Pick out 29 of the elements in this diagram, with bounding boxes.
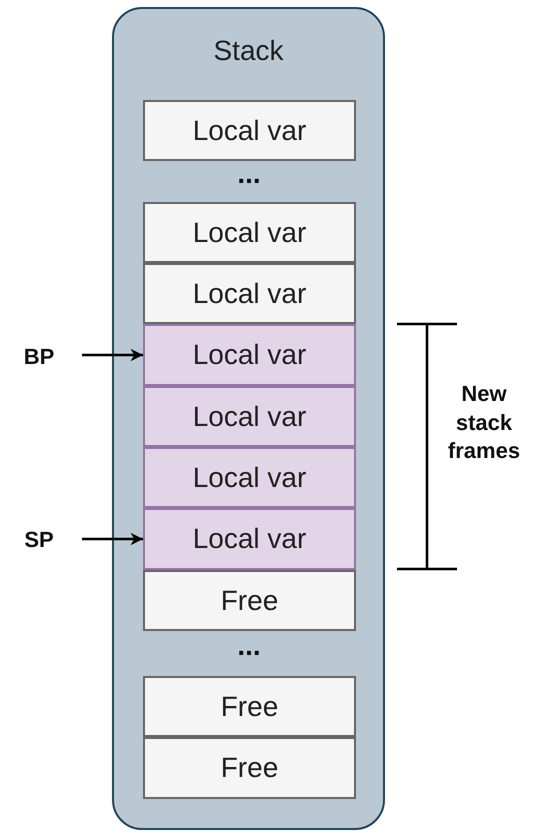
stack-frame-slot (143, 508, 356, 570)
arrow (82, 532, 143, 546)
pointer-label: SP (8, 518, 70, 562)
slot-label: Free (220, 752, 278, 784)
arrow (82, 348, 143, 362)
slot-label: Local var (192, 216, 306, 248)
ellipsis: ... (236, 632, 262, 660)
stack-frame-slot (143, 447, 356, 508)
stack-slot (143, 202, 356, 263)
slot-label: Local var (192, 114, 306, 146)
stack-title: Stack (213, 35, 284, 67)
stack-slot (143, 100, 356, 161)
slot-label: Local var (192, 400, 306, 432)
bracket-label: New stack frames (446, 380, 522, 466)
stack-slot (143, 263, 356, 324)
slot-label: Local var (192, 462, 306, 494)
stack-slot (143, 676, 356, 737)
pointer-label: BP (8, 335, 70, 379)
slot-label: Free (220, 584, 278, 616)
stack-frame-slot (143, 324, 356, 386)
slot-label: Local var (192, 339, 306, 371)
slot-label: Local var (192, 278, 306, 310)
slot-label: Free (220, 690, 278, 722)
slot-label: Local var (192, 523, 306, 555)
stack-frame-slot (143, 386, 356, 447)
stack-container (112, 7, 385, 830)
stack-slot (143, 570, 356, 631)
ellipsis: ... (236, 160, 262, 188)
stack-slot (143, 737, 356, 799)
